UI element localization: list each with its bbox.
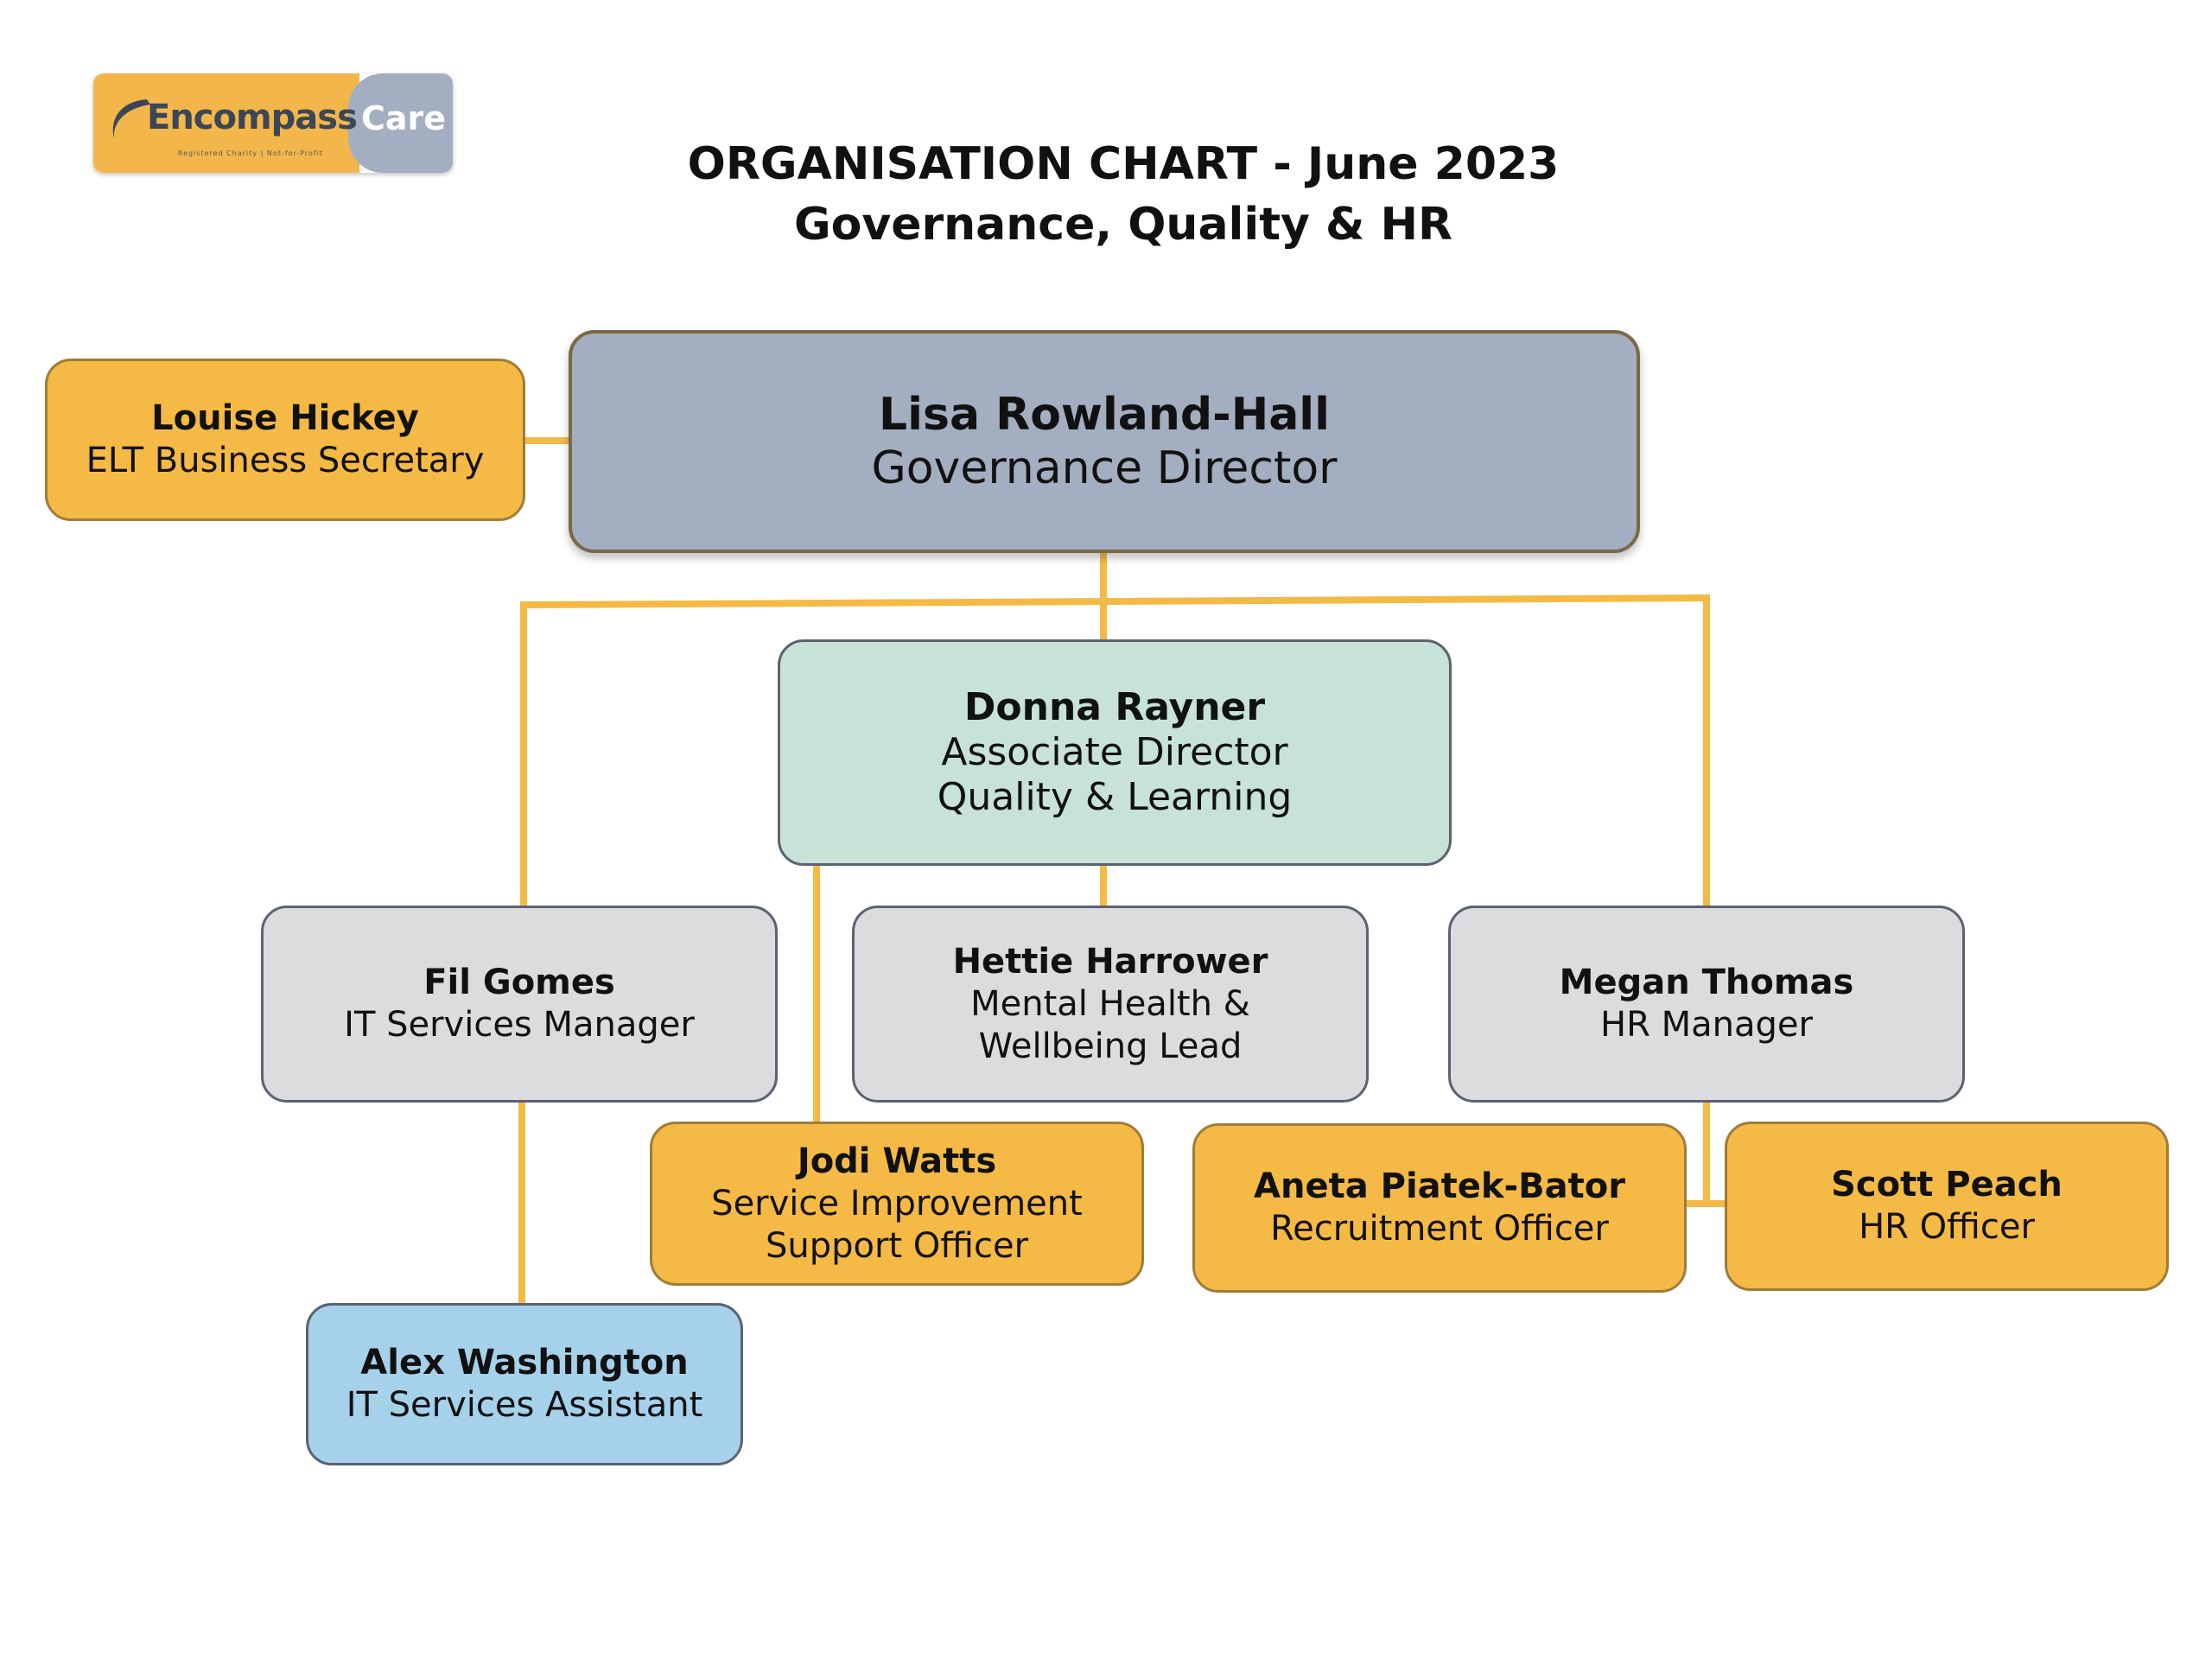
node-role: HR Officer [1859,1207,2035,1247]
encompass-care-logo: Encompass Care Registered Charity | Not-… [93,73,453,173]
node-name: Lisa Rowland-Hall [879,389,1330,441]
node-role: Governance Director [871,442,1338,494]
swoosh-icon [112,99,150,139]
node-role: HR Manager [1600,1005,1813,1045]
node-hr-officer: Scott Peach HR Officer [1725,1122,2169,1291]
node-name: Scott Peach [1831,1165,2063,1205]
node-wellbeing-lead: Hettie Harrower Mental Health & Wellbein… [852,906,1369,1103]
node-role-line1: Mental Health & [970,983,1250,1024]
logo-grey-panel [348,73,453,173]
logo-tagline: Registered Charity | Not-for-Profit [177,149,324,157]
node-role-line1: Service Improvement [711,1183,1083,1224]
node-role-line2: Quality & Learning [937,775,1293,819]
node-name: Louise Hickey [151,398,419,438]
node-it-services-assistant: Alex Washington IT Services Assistant [306,1303,743,1465]
node-name: Aneta Piatek-Bator [1254,1166,1625,1206]
node-name: Donna Rayner [963,685,1266,729]
node-recruitment-officer: Aneta Piatek-Bator Recruitment Officer [1192,1123,1687,1293]
node-role: IT Services Manager [344,1005,695,1045]
connector-horizontal-bus [520,594,1710,911]
node-role-line2: Support Officer [765,1225,1029,1266]
node-hr-manager: Megan Thomas HR Manager [1448,906,1965,1103]
node-elt-business-secretary: Louise Hickey ELT Business Secretary [45,359,525,521]
node-role: Recruitment Officer [1270,1209,1609,1249]
node-name: Fil Gomes [423,963,615,1002]
node-governance-director: Lisa Rowland-Hall Governance Director [569,330,1640,553]
node-role-line1: Associate Director [941,730,1288,774]
node-it-services-manager: Fil Gomes IT Services Manager [261,906,778,1103]
logo-gold-panel [93,73,359,173]
logo-brand-text: Encompass [147,98,358,137]
chart-subtitle: Governance, Quality & HR [793,199,1453,251]
node-role: IT Services Assistant [346,1385,703,1425]
node-role: ELT Business Secretary [86,441,485,480]
chart-title: ORGANISATION CHART - June 2023 [687,138,1560,190]
logo-care-text: Care [361,99,447,137]
node-name: Megan Thomas [1559,963,1854,1002]
node-name: Alex Washington [360,1343,689,1382]
node-service-improvement-officer: Jodi Watts Service Improvement Support O… [650,1122,1144,1286]
node-name: Hettie Harrower [952,941,1268,982]
node-role-line2: Wellbeing Lead [978,1026,1243,1066]
node-name: Jodi Watts [797,1141,997,1181]
node-associate-director: Donna Rayner Associate Director Quality … [778,639,1452,866]
